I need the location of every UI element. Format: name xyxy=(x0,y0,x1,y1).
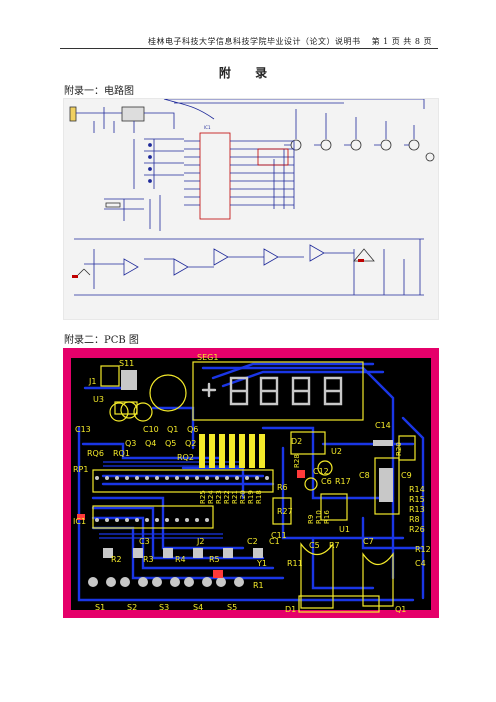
pcb-label-s11: S11 xyxy=(119,359,134,368)
pcb-label-q3: Q3 xyxy=(125,439,136,448)
pcb-label-r22: R22 xyxy=(223,490,231,504)
pcb-label-r4: R4 xyxy=(175,555,186,564)
pcb-label-r10: R10 xyxy=(315,510,323,524)
pcb-label-r20: R20 xyxy=(239,490,247,504)
header-title: 桂林电子科技大学信息科技学院毕业设计（论文）说明书 xyxy=(148,37,361,46)
pcb-label-s4: S4 xyxy=(193,603,203,612)
schematic-label-ic1: IC1 xyxy=(204,125,211,130)
pcb-label-c9: C9 xyxy=(401,471,412,480)
pcb-label-r7: R7 xyxy=(329,541,340,550)
pcb-label-j1: J1 xyxy=(88,377,96,386)
pcb-label-c8: C8 xyxy=(359,471,370,480)
pcb-label-u1: U1 xyxy=(339,525,350,534)
pcb-label-c14: C14 xyxy=(375,421,391,430)
pcb-label-r18: R18 xyxy=(255,490,263,504)
pcb-label-r17: R17 xyxy=(335,477,351,486)
pcb-label-d1: D1 xyxy=(285,605,296,614)
pcb-label-r21: R21 xyxy=(231,490,239,504)
pcb-label-rq1: RQ1 xyxy=(113,449,130,458)
pcb-label-c7: C7 xyxy=(363,537,374,546)
pcb-label-q1-top: Q1 xyxy=(167,425,178,434)
pcb-label-c13: C13 xyxy=(75,425,91,434)
pcb-label-c12: C12 xyxy=(313,467,329,476)
pcb-label-c5: C5 xyxy=(309,541,320,550)
pcb-label-c2: C2 xyxy=(247,537,258,546)
pcb-label-r20-right: R20 xyxy=(395,442,403,456)
pcb-label-r24: R24 xyxy=(207,490,215,504)
pcb-label-c1: C1 xyxy=(269,537,280,546)
pcb-label-r28: R28 xyxy=(293,454,301,468)
pcb-label-r16: R16 xyxy=(323,510,331,524)
pcb-label-r6: R6 xyxy=(277,483,288,492)
pcb-label-r25: R25 xyxy=(199,490,207,504)
section-heading-circuit: 附录一：电路图 xyxy=(64,86,134,97)
pcb-label-c4: C4 xyxy=(415,559,426,568)
pcb-label-rq2: RQ2 xyxy=(177,453,194,462)
pcb-label-seg1: SEG1 xyxy=(197,353,218,362)
header-page-number: 第 1 页 共 8 页 xyxy=(371,37,432,46)
pcb-label-c3: C3 xyxy=(139,537,150,546)
pcb-label-r8: R8 xyxy=(409,515,420,524)
section-heading-pcb: 附录二：PCB 图 xyxy=(64,335,139,346)
pcb-label-r13: R13 xyxy=(409,505,425,514)
pcb-label-r2: R2 xyxy=(111,555,122,564)
pcb-label-q2: Q2 xyxy=(185,439,196,448)
pcb-label-r12: R12 xyxy=(415,545,431,554)
pcb-layout: J1 S11 U3 SEG1 C13 C10 Q1 Q6 Q3 Q4 Q5 Q2… xyxy=(63,348,439,618)
pcb-label-r11: R11 xyxy=(287,559,303,568)
appendix-title: 附 录 xyxy=(218,66,278,80)
pcb-label-r15: R15 xyxy=(409,495,425,504)
pcb-label-r26: R26 xyxy=(409,525,425,534)
pcb-label-c6: C6 xyxy=(321,477,332,486)
pcb-label-r5: R5 xyxy=(209,555,220,564)
pcb-label-r1: R1 xyxy=(253,581,264,590)
pcb-label-r3: R3 xyxy=(143,555,154,564)
pcb-label-ic1: IC1 xyxy=(73,517,86,526)
pcb-label-q6: Q6 xyxy=(187,425,198,434)
pcb-label-j2: J2 xyxy=(196,537,204,546)
pcb-label-r27: R27 xyxy=(277,507,293,516)
pcb-label-rp1: RP1 xyxy=(73,465,88,474)
pcb-label-s3: S3 xyxy=(159,603,169,612)
pcb-label-u3: U3 xyxy=(93,395,104,404)
pcb-label-y1: Y1 xyxy=(256,559,267,568)
pcb-label-q4: Q4 xyxy=(145,439,156,448)
pcb-label-r14: R14 xyxy=(409,485,425,494)
pcb-label-s1: S1 xyxy=(95,603,105,612)
pcb-label-r23: R23 xyxy=(215,490,223,504)
pcb-label-c11: C11 xyxy=(271,531,287,540)
pcb-label-s2: S2 xyxy=(127,603,137,612)
pcb-label-q1: Q1 xyxy=(395,605,406,614)
pcb-label-q5: Q5 xyxy=(165,439,176,448)
pcb-label-s5: S5 xyxy=(227,603,237,612)
page-header: 桂林电子科技大学信息科技学院毕业设计（论文）说明书 第 1 页 共 8 页 xyxy=(60,28,438,49)
pcb-label-c10: C10 xyxy=(143,425,159,434)
circuit-schematic: IC1 xyxy=(63,98,439,320)
pcb-label-d2: D2 xyxy=(291,437,302,446)
pcb-label-r19: R19 xyxy=(247,490,255,504)
pcb-label-u2: U2 xyxy=(331,447,342,456)
pcb-label-r9: R9 xyxy=(307,515,315,524)
pcb-label-rq6: RQ6 xyxy=(87,449,104,458)
